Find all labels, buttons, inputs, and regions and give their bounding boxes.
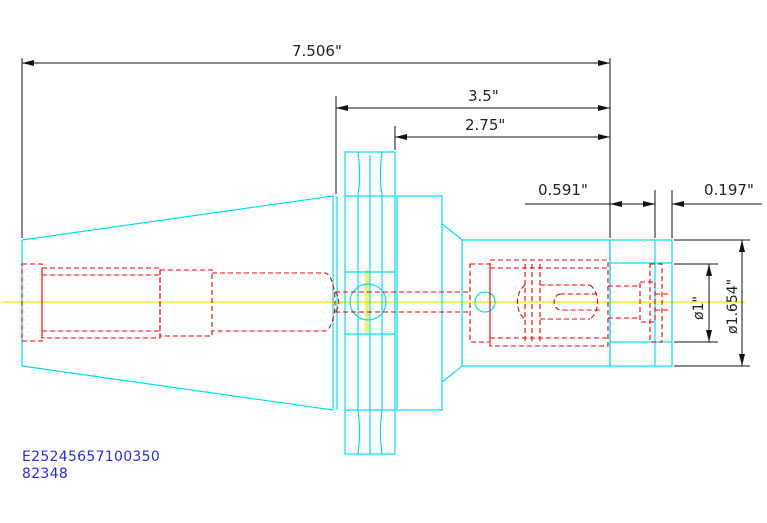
part-code: E25245657100350 — [22, 449, 161, 465]
dim-length-c: 0.591" — [538, 181, 588, 199]
dimension-labels: 7.506" 3.5" 2.75" 0.591" 0.197" ø1" ø1.6… — [292, 42, 754, 334]
hidden-lines — [21, 259, 668, 347]
center-line — [3, 270, 745, 333]
dim-dia-small: ø1" — [691, 296, 707, 320]
dim-overall-length: 7.506" — [292, 42, 342, 60]
dim-length-b: 2.75" — [465, 116, 505, 134]
dim-length-d: 0.197" — [704, 181, 754, 199]
dimension-lines — [21, 58, 762, 367]
dim-dia-large: ø1.654" — [725, 279, 741, 334]
dim-length-a: 3.5" — [468, 87, 499, 105]
part-number: 82348 — [22, 466, 69, 482]
